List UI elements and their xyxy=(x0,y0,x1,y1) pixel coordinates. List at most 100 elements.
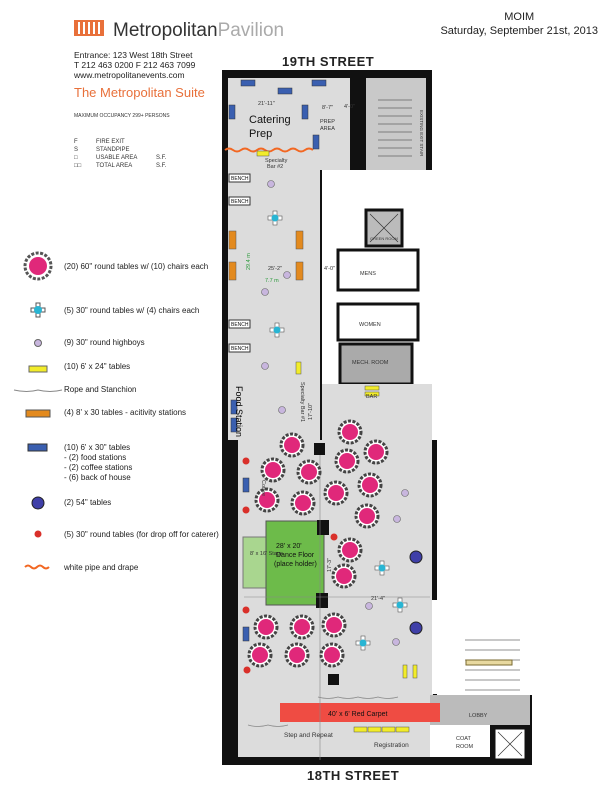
dimension-label: 21'-4" xyxy=(371,596,385,602)
bar-label: BAR xyxy=(366,394,377,400)
highboy xyxy=(283,271,291,279)
stair-label: EXISTING EXIT STAIR xyxy=(419,110,424,157)
table-6x30 xyxy=(230,417,238,433)
table-6x30 xyxy=(277,87,293,95)
round-table-60 xyxy=(294,619,310,635)
highboy xyxy=(392,638,400,646)
round-table-30-icon xyxy=(30,302,46,318)
address: Entrance: 123 West 18th Street xyxy=(74,50,193,60)
logo-main: Metropolitan xyxy=(113,20,218,41)
round-table-60-icon xyxy=(23,251,53,281)
round-table-60 xyxy=(362,477,378,493)
round-table-60 xyxy=(284,437,300,453)
rope-stanchion xyxy=(317,696,399,699)
dimension-label: 4'-0" xyxy=(344,104,355,110)
table-6x24 xyxy=(364,385,380,391)
round-table-60 xyxy=(295,495,311,511)
dimension-label: 17'-10" xyxy=(308,403,314,420)
round-table-60 xyxy=(324,647,340,663)
website-link[interactable]: www.metropolitanevents.com xyxy=(74,70,185,80)
key-label: FIRE EXIT xyxy=(96,139,125,145)
activity-station-table xyxy=(295,230,304,250)
prep-area-label: AREA xyxy=(320,126,335,132)
furniture-layer xyxy=(228,79,423,733)
lobby xyxy=(430,695,530,725)
dimension-label: 8'-7" xyxy=(322,105,333,111)
svg-text:BENCH: BENCH xyxy=(231,346,249,352)
round-table-60 xyxy=(301,464,317,480)
table-6x24 xyxy=(295,361,302,375)
highboy xyxy=(267,180,275,188)
bench xyxy=(228,196,251,206)
svg-text:BENCH: BENCH xyxy=(231,199,249,205)
dimension-label: 4'-0" xyxy=(324,266,335,272)
rope-stanchion xyxy=(247,724,289,727)
round-table-60 xyxy=(339,453,355,469)
bench xyxy=(228,343,251,353)
coat-room-label: ROOM xyxy=(456,744,474,750)
legend-icons xyxy=(13,251,63,570)
round-table-60 xyxy=(342,542,358,558)
table-6x24 xyxy=(256,150,270,157)
contact-info: Entrance: 123 West 18th Street T 212 463… xyxy=(74,50,195,80)
table-6x24 xyxy=(367,726,382,733)
legend-sublabel: - (6) back of house xyxy=(64,473,131,482)
round-table-60 xyxy=(265,462,281,478)
legend-label: (2) 54" tables xyxy=(64,498,112,507)
round-table-60 xyxy=(368,444,384,460)
street-south: 18TH STREET xyxy=(307,768,400,783)
caterer-table xyxy=(242,506,250,514)
red-carpet-label: 40' x 6' Red Carpet xyxy=(328,711,388,718)
highboy xyxy=(278,406,286,414)
round-table-30 xyxy=(396,601,404,609)
round-table-60 xyxy=(328,485,344,501)
stage-label: 8' x 16' Stage xyxy=(250,551,283,557)
legend-label: (4) 8' x 30 tables - acitivity stations xyxy=(64,408,187,417)
legend-label: (5) 30" round tables (for drop off for c… xyxy=(64,530,219,539)
rope-stanchion-icon xyxy=(13,389,63,392)
activity-station-table xyxy=(295,261,304,281)
bench xyxy=(228,173,251,183)
table-6x24 xyxy=(364,391,380,397)
table-8x30-icon xyxy=(25,409,51,418)
prep-area-label: PREP xyxy=(320,119,335,125)
specialty-bar-2-label: Bar #2 xyxy=(267,164,283,170)
legend-label: (10) 6' x 24" tables xyxy=(64,362,131,371)
highboy xyxy=(401,489,409,497)
max-occupancy: MAXIMUM OCCUPANCY 299+ PERSONS xyxy=(74,113,170,119)
registration-label: Registration xyxy=(374,742,409,749)
standpipe-icon: S xyxy=(74,147,79,153)
dimension-label: 21'-11" xyxy=(258,101,275,107)
round-table-60 xyxy=(326,617,342,633)
logo-text: MetropolitanPavilion xyxy=(113,20,284,42)
dimension-label: 25'-2" xyxy=(268,266,282,272)
round-table-60 xyxy=(342,424,358,440)
round-table-60 xyxy=(359,508,375,524)
svg-text:BENCH: BENCH xyxy=(231,322,249,328)
dance-floor-label: Dance Floor xyxy=(276,552,315,559)
table-6x30 xyxy=(230,399,238,415)
specialty-bar-2-label: Specialty xyxy=(265,158,288,164)
logo-accent: Pavilion xyxy=(217,20,285,41)
dimension-label: 29.4 m xyxy=(246,253,252,270)
prep-area-room xyxy=(312,78,350,170)
logo-icon xyxy=(74,20,104,36)
lobby-label: LOBBY xyxy=(469,713,488,719)
fire-exit-icon: F xyxy=(74,139,78,145)
dance-floor-label: 28' x 20' xyxy=(276,543,302,550)
event-info: MOIM Saturday, September 21st, 2013 xyxy=(440,10,598,38)
table-6x30 xyxy=(240,79,256,87)
table-54 xyxy=(409,621,423,635)
legend-label: white pipe and drape xyxy=(64,563,139,572)
table-6x24 xyxy=(395,726,410,733)
bench xyxy=(228,319,251,329)
round-table-60 xyxy=(252,647,268,663)
catering-prep-label: Catering xyxy=(249,114,291,126)
stage xyxy=(242,536,267,589)
womens-room xyxy=(336,302,420,342)
event-name: MOIM xyxy=(504,11,535,23)
key-label: TOTAL AREA xyxy=(96,163,133,169)
womens-room-label: WOMEN xyxy=(359,322,381,328)
highboy xyxy=(393,515,401,523)
legend-label: (9) 30" round highboys xyxy=(64,338,145,347)
